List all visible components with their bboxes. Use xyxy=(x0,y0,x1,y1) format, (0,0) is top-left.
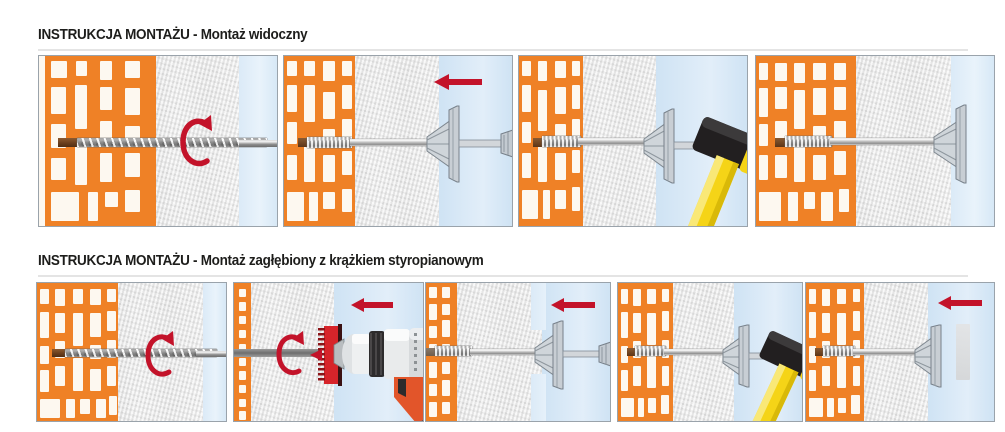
brick-wall xyxy=(284,56,355,226)
rotation-arrow-icon xyxy=(141,329,179,383)
insulation-anchor xyxy=(425,104,512,184)
left-arrow-icon xyxy=(551,297,596,313)
section-1-heading: INSTRUKCJA MONTAŻU - Montaż widoczny xyxy=(38,27,308,43)
cordless-drill-icon xyxy=(332,319,423,421)
styro-disc xyxy=(956,324,970,380)
anchor-expansion-sleeve xyxy=(306,136,353,148)
anchor-shaft xyxy=(470,348,544,355)
left-arrow-icon xyxy=(351,297,394,313)
anchor-shaft xyxy=(853,348,925,355)
step-s2-2-mill-recess xyxy=(233,282,424,422)
step-s1-4-finished xyxy=(755,55,995,227)
insulation-anchor xyxy=(533,320,610,390)
section-2-heading: INSTRUKCJA MONTAŻU - Montaż zagłębiony z… xyxy=(38,253,484,269)
anchor-shaft xyxy=(829,138,940,146)
hammer-icon xyxy=(681,117,747,226)
insulation-anchor xyxy=(932,104,994,184)
section-2-divider xyxy=(38,275,968,277)
anchor-shaft xyxy=(578,138,659,146)
left-arrow-icon xyxy=(434,73,483,91)
anchor-expansion-sleeve xyxy=(541,135,581,147)
drill-bit xyxy=(77,138,268,148)
step-s2-4-hammer-nail xyxy=(617,282,803,422)
left-arrow-icon xyxy=(937,295,982,311)
drill-bit-shank xyxy=(195,350,226,357)
hammer-icon xyxy=(745,331,802,421)
rotation-arrow-icon xyxy=(272,329,308,381)
step-s2-1-drill-hole xyxy=(36,282,227,422)
rotation-arrow-icon xyxy=(175,112,217,174)
step-s1-2-insert-anchor xyxy=(283,55,513,227)
drill-bit-shank xyxy=(238,140,277,148)
drill-bit xyxy=(65,349,217,358)
drill-bit-tip xyxy=(52,349,68,358)
anchor-expansion-sleeve xyxy=(822,346,855,357)
insulation-anchor xyxy=(913,324,969,388)
anchor-tip xyxy=(297,138,310,148)
step-s1-1-drill-hole xyxy=(38,55,278,227)
anchor-expansion-sleeve xyxy=(784,135,833,147)
section-1-divider xyxy=(38,49,968,51)
step-s1-3-hammer-nail xyxy=(518,55,748,227)
anchor-shaft xyxy=(664,348,734,355)
step-s2-5-cover-with-styro-disc xyxy=(805,282,995,422)
anchor-expansion-sleeve xyxy=(435,346,472,357)
drill-bit-tip xyxy=(58,138,80,148)
anchor-shaft xyxy=(350,139,442,147)
anchor-expansion-sleeve xyxy=(634,346,666,357)
step-s2-3-insert-anchor xyxy=(425,282,611,422)
